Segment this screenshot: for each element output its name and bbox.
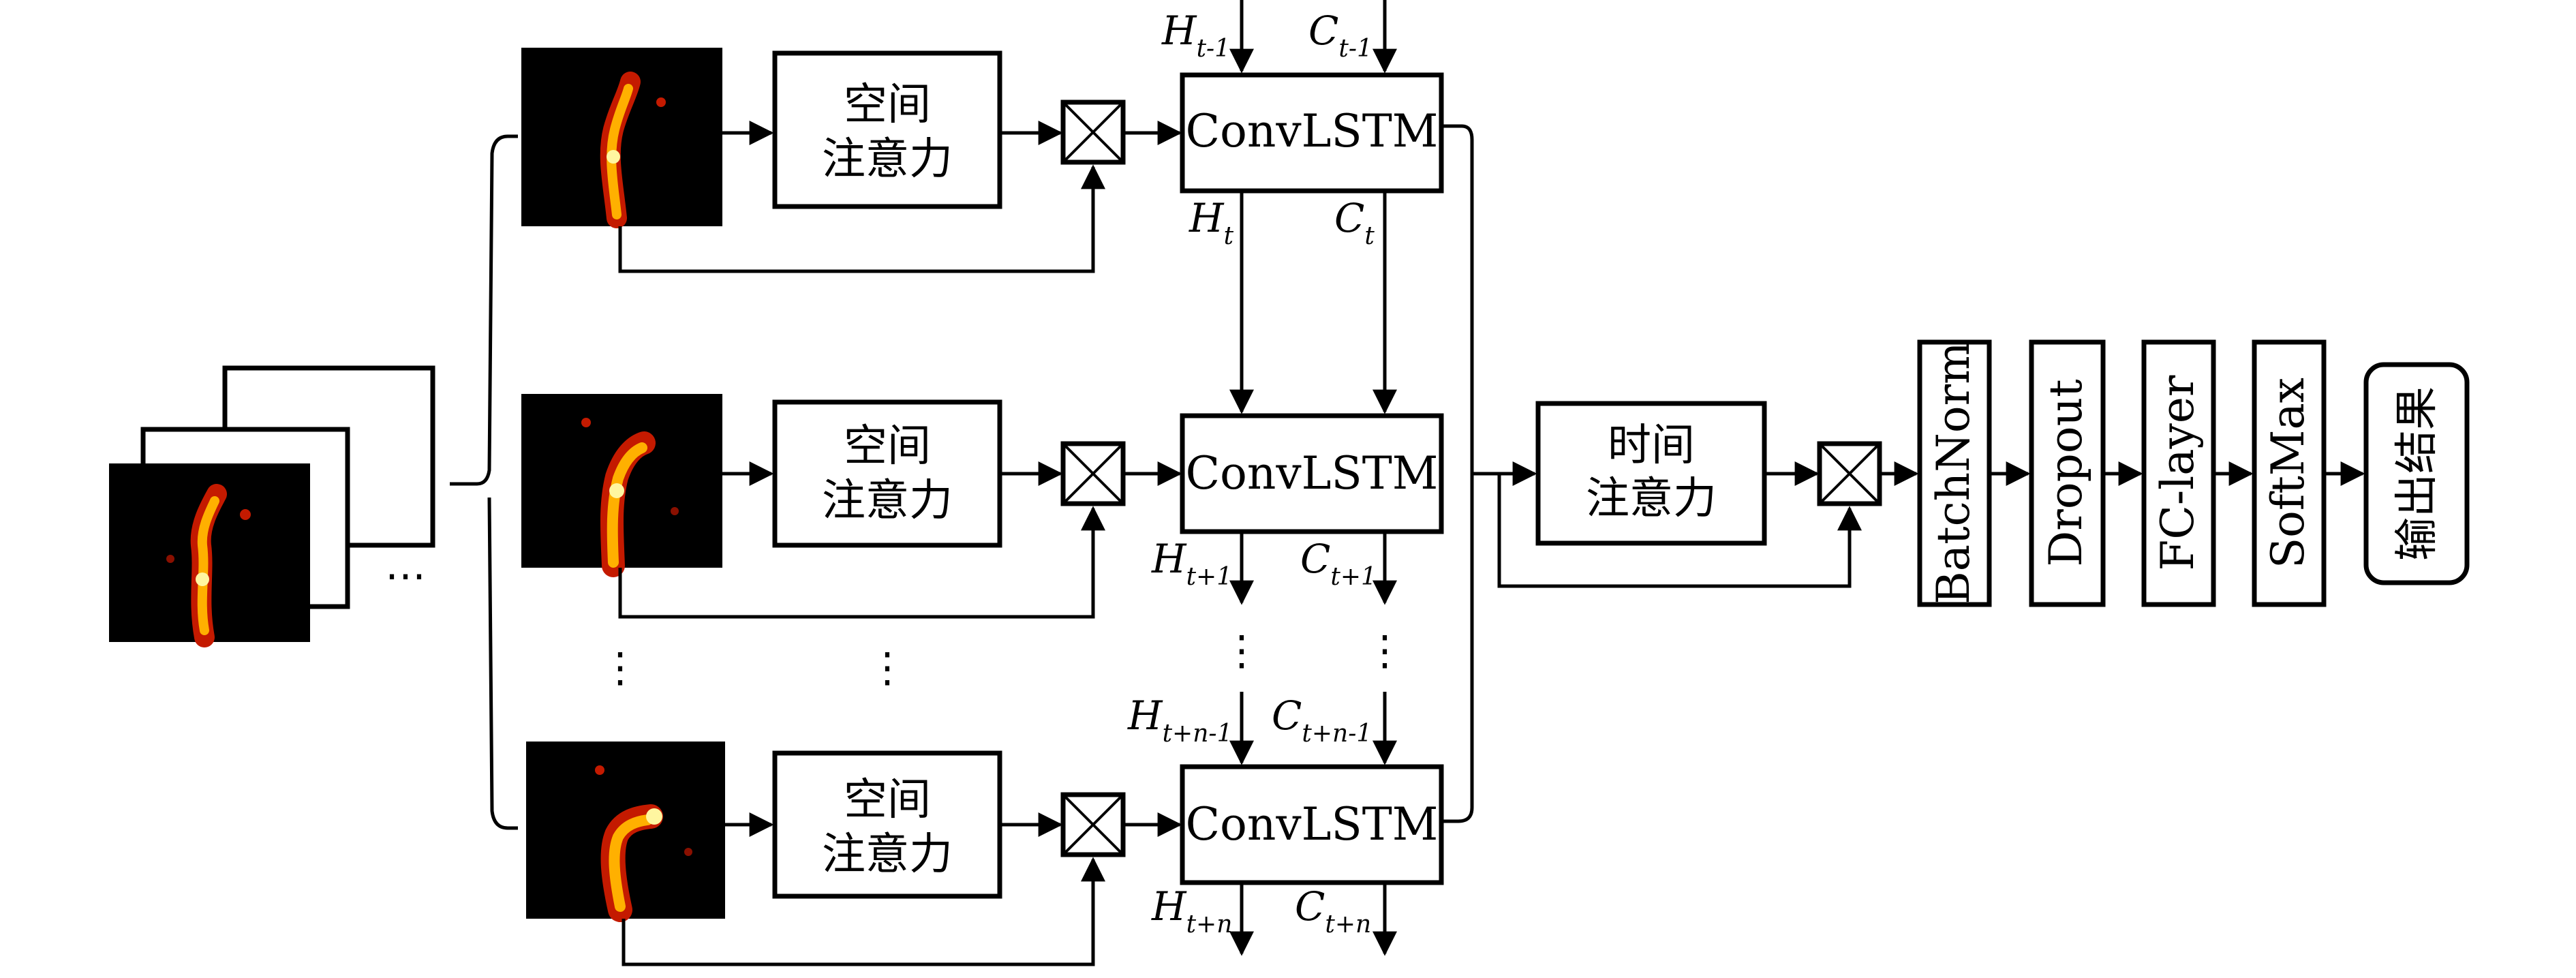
row-1: 空间 注意力 ConvLSTM Ht-1 Ct-1 Ht Ct [521,0,1444,414]
h-out-3: Ht+n [1151,883,1232,938]
convlstm-box-1 [1180,72,1444,194]
h-out-1: Ht [1189,195,1234,250]
spatial-attention-label-2b: 注意力 [822,476,953,526]
output-box [2363,362,2470,585]
c-out-3: Ct+n [1295,883,1371,938]
c-out-1: Ct [1334,195,1375,250]
c-in-3: Ct+n-1 [1272,692,1372,748]
spatial-attention-label-2a: 空间 [844,421,931,472]
vdots-h: ⋮ [1221,627,1262,675]
multiply-node-temporal [1817,441,1882,506]
convlstm-label-3: ConvLSTM [1186,798,1439,851]
convlstm-collector [1441,124,1474,823]
temporal-attention-label-a: 时间 [1608,421,1695,471]
vdots-spatial: ⋮ [867,644,908,692]
row-2-heatmap [521,394,722,577]
residual-path-2 [618,506,1105,619]
softmax-label: SoftMax [2262,378,2314,568]
spatial-attention-label-1b: 注意力 [822,134,953,185]
c-out-2: Ct+1 [1300,536,1377,591]
row-1-heatmap [521,48,722,228]
temporal-attention-box [1535,401,1767,546]
batchnorm-box [1917,339,1992,607]
multiply-node-1 [1060,100,1126,165]
stack-ellipsis: ⋯ [385,552,426,600]
dropout-box [2029,339,2106,607]
stack-front-heatmap [109,463,310,647]
output-label: 输出结果 [2392,386,2442,561]
pipeline: BatchNorm Dropout FC-layer SoftMax 输出结果 [1917,339,2470,607]
convlstm-label-1: ConvLSTM [1186,105,1439,157]
multiply-node-2 [1060,441,1126,506]
spatial-attention-label-3b: 注意力 [822,829,953,880]
temporal-residual-path [1497,474,1862,588]
fan-out-brace [450,134,518,830]
residual-path-3 [622,857,1105,966]
temporal-attention-label-b: 注意力 [1586,474,1717,524]
softmax-box [2252,339,2327,607]
convlstm-box-2 [1180,413,1444,534]
multiply-node-3 [1060,792,1126,857]
fc-layer-box [2141,339,2216,607]
row-3-heatmap [526,742,725,922]
spatial-attention-label-3a: 空间 [844,775,931,825]
row-2: 空间 注意力 ConvLSTM Ht+1 Ct+1 [521,394,1444,619]
spatial-attention-box-2 [772,399,1002,548]
dropout-label: Dropout [2040,379,2092,566]
spatial-attention-label-1a: 空间 [844,80,931,130]
h-in-3: Ht+n-1 [1127,692,1232,748]
row-3: 空间 注意力 ConvLSTM Ht+n-1 Ct+n-1 Ht+n Ct+n [526,692,1444,966]
vdots-heatmaps: ⋮ [600,644,641,692]
convlstm-box-3 [1180,764,1444,885]
batchnorm-label: BatchNorm [1927,341,1980,604]
h-out-2: Ht+1 [1151,536,1232,591]
residual-path-1 [618,164,1105,273]
c-in-1: Ct-1 [1308,7,1373,63]
input-frame-stack: ⋯ [109,365,435,647]
h-in-1: Ht-1 [1161,7,1230,63]
convlstm-label-2: ConvLSTM [1186,447,1439,500]
vdots-c: ⋮ [1364,627,1405,675]
fc-layer-label: FC-layer [2151,375,2204,570]
spatial-attention-box-1 [772,50,1002,209]
spatial-attention-box-3 [772,750,1002,899]
